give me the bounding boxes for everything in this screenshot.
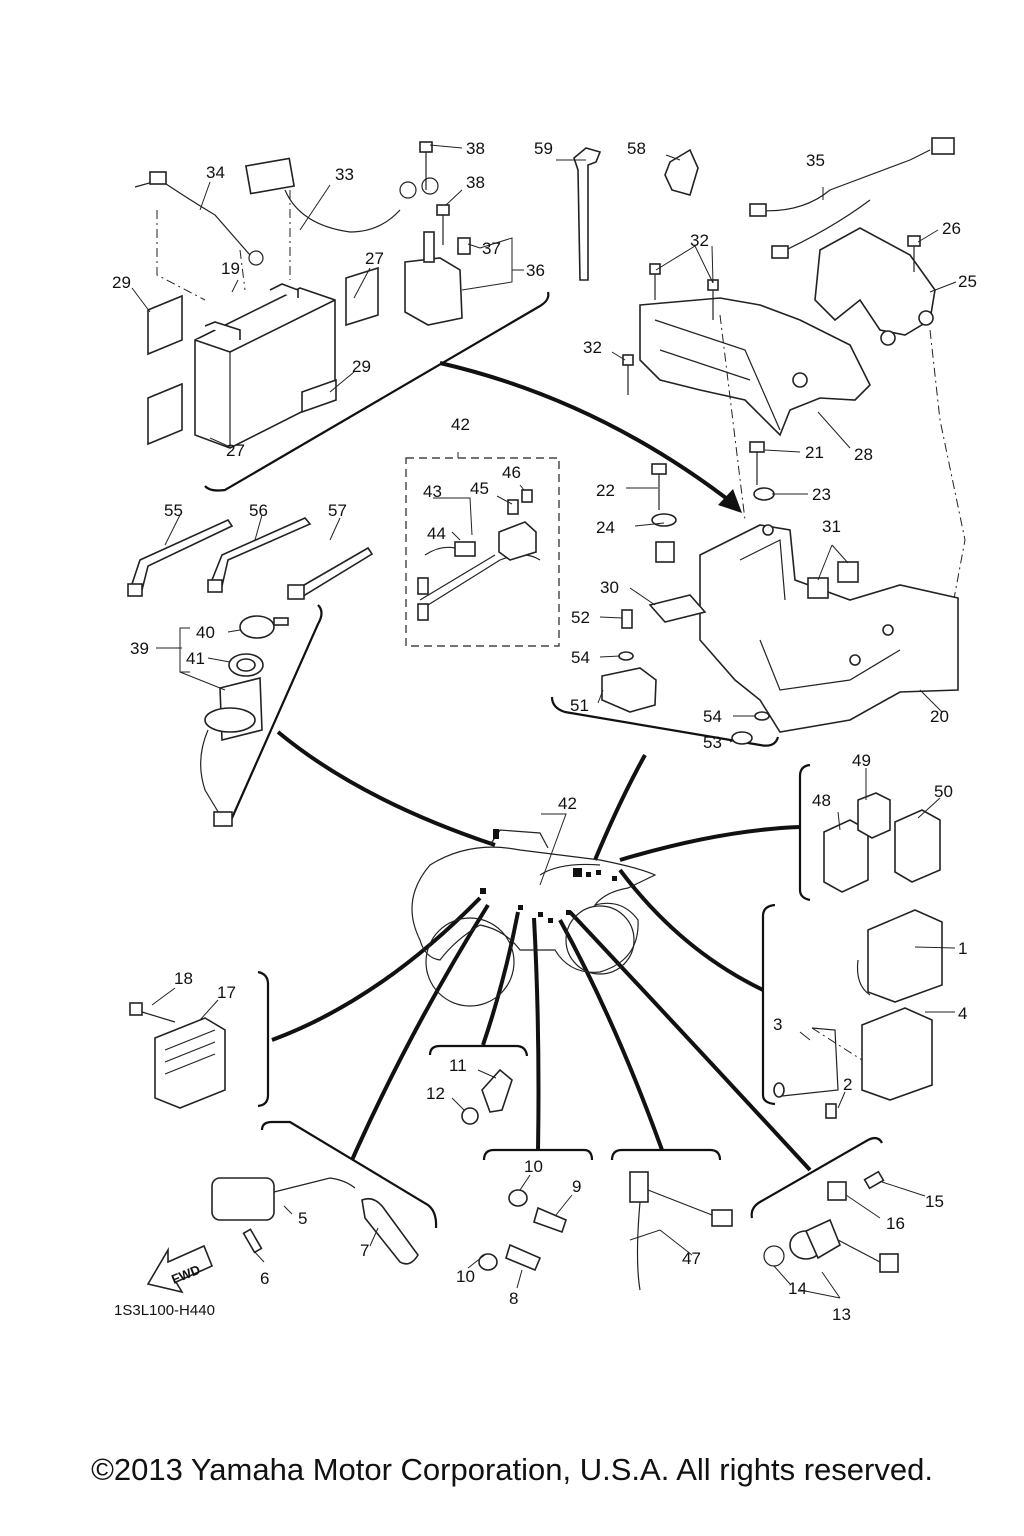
callout-56: 56: [249, 501, 268, 520]
callout-42a: 42: [451, 415, 470, 434]
callout-13: 13: [832, 1305, 851, 1324]
callout-30: 30: [600, 578, 619, 597]
callout-6: 6: [260, 1269, 269, 1288]
callout-34: 34: [206, 163, 225, 182]
sensor-47-group: [629, 1171, 733, 1291]
callout-27a: 27: [365, 249, 384, 268]
callout-42b: 42: [558, 794, 577, 813]
callout-29b: 29: [352, 357, 371, 376]
callout-20: 20: [930, 707, 949, 726]
cable-ties: [127, 517, 374, 600]
battery-pad: [345, 266, 379, 327]
callout-53: 53: [703, 733, 722, 752]
fuse-box-group: [405, 457, 560, 647]
callout-45: 45: [470, 479, 489, 498]
callout-33: 33: [335, 165, 354, 184]
callout-48: 48: [812, 791, 831, 810]
callout-10b: 10: [456, 1267, 475, 1286]
callout-11: 11: [449, 1056, 467, 1075]
callout-3: 3: [773, 1015, 782, 1034]
ecu-group: [773, 909, 943, 1119]
callout-39: 39: [130, 639, 149, 658]
callout-46: 46: [502, 463, 521, 482]
callout-49: 49: [852, 751, 871, 770]
callout-23: 23: [812, 485, 831, 504]
rectifier-group: [129, 1002, 226, 1109]
callout-38b: 38: [466, 173, 485, 192]
callout-58: 58: [627, 139, 646, 158]
callout-57: 57: [328, 501, 347, 520]
callout-16: 16: [886, 1214, 905, 1233]
switches-8-9: [478, 1189, 567, 1272]
rear-frame-parts: [573, 137, 966, 621]
callout-31: 31: [822, 517, 841, 536]
callout-12: 12: [426, 1084, 445, 1103]
callout-19: 19: [221, 259, 240, 278]
drawing-code: 1S3L100-H440: [114, 1302, 215, 1319]
callout-37: 37: [482, 239, 501, 258]
callout-32a: 32: [690, 231, 709, 250]
callout-41: 41: [186, 649, 205, 668]
callout-7: 7: [360, 1241, 369, 1260]
callout-2: 2: [843, 1075, 852, 1094]
callout-59: 59: [534, 139, 553, 158]
callout-38a: 38: [466, 139, 485, 158]
callout-29a: 29: [112, 273, 131, 292]
connector-lines: [271, 361, 812, 1172]
callout-54b: 54: [703, 707, 722, 726]
main-switch: [200, 615, 289, 827]
fwd-arrow: [146, 1244, 214, 1294]
callout-35: 35: [806, 151, 825, 170]
sensor-11-group: [461, 1068, 513, 1125]
callout-24: 24: [596, 518, 615, 537]
pickup-coil-group: [763, 1170, 899, 1273]
callout-27b: 27: [226, 441, 245, 460]
callout-22: 22: [596, 481, 615, 500]
callout-26: 26: [942, 219, 961, 238]
callout-40: 40: [196, 623, 215, 642]
callout-52: 52: [571, 608, 590, 627]
ignition-coil-group: [146, 1177, 419, 1294]
callout-21: 21: [805, 443, 824, 462]
callout-1: 1: [958, 939, 967, 958]
battery-pad: [147, 382, 183, 446]
callout-4: 4: [958, 1004, 967, 1023]
copyright-notice: ©2013 Yamaha Motor Corporation, U.S.A. A…: [91, 1452, 933, 1487]
callout-54a: 54: [571, 648, 590, 667]
callout-14: 14: [788, 1279, 807, 1298]
callout-9: 9: [572, 1177, 581, 1196]
callout-18: 18: [174, 969, 193, 988]
callout-55: 55: [164, 501, 183, 520]
callout-50: 50: [934, 782, 953, 801]
group-brackets: [204, 291, 883, 1229]
battery: [194, 283, 336, 449]
motorcycle-silhouette: [411, 829, 657, 1007]
leader-lines: [131, 144, 957, 1299]
relay-location-marker: [573, 868, 582, 877]
callout-43: 43: [423, 482, 442, 501]
callout-44: 44: [427, 524, 446, 543]
battery-pad: [147, 294, 183, 356]
callout-36: 36: [526, 261, 545, 280]
callout-labels: 1 2 3 4 5 6 7 8 9 10 10 11 12 13 14 15 1…: [112, 139, 977, 1324]
callout-17: 17: [217, 983, 236, 1002]
callout-47: 47: [682, 1249, 701, 1268]
battery-box-group: [601, 441, 959, 745]
callout-10a: 10: [524, 1157, 543, 1176]
callout-5: 5: [298, 1209, 307, 1228]
callout-25: 25: [958, 272, 977, 291]
callout-28: 28: [854, 445, 873, 464]
callout-32b: 32: [583, 338, 602, 357]
callout-51: 51: [570, 696, 589, 715]
battery-group: [134, 141, 471, 449]
callout-15: 15: [925, 1192, 944, 1211]
battery-pad: [301, 378, 337, 414]
callout-8: 8: [509, 1289, 518, 1308]
relays: [823, 792, 941, 893]
